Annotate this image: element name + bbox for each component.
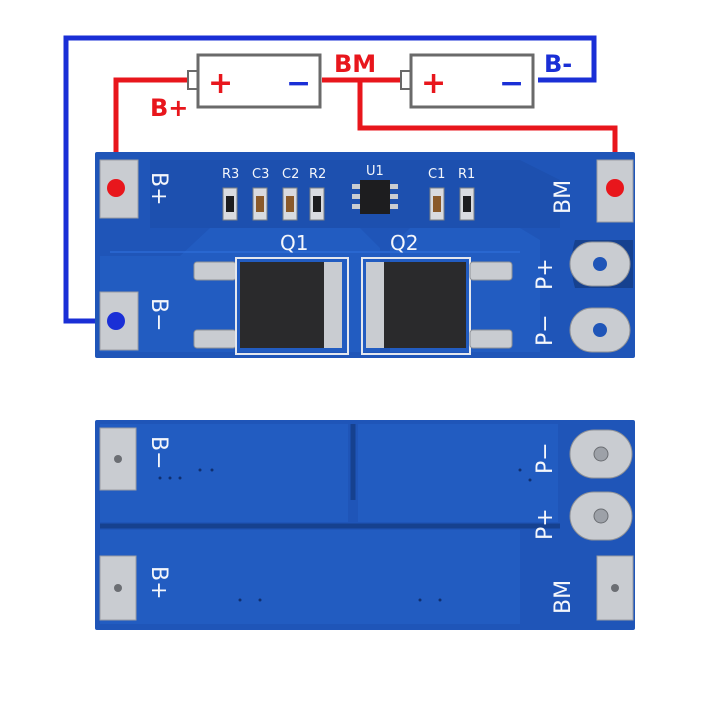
top-pcb: R3 C3 C2 R2 U1 C1 R1 Q1 Q2 B+ B− BM P+ P… bbox=[95, 152, 635, 358]
blue-wire-bminus bbox=[63, 35, 597, 324]
top-label-bm: BM bbox=[551, 180, 576, 214]
label-q1: Q1 bbox=[280, 231, 308, 255]
bottom-plane-bottom bbox=[100, 530, 520, 624]
bottom-via-dots bbox=[158, 468, 532, 602]
wire-label-bm: BM bbox=[334, 50, 376, 78]
bottom-label-bminus: B− bbox=[146, 436, 171, 470]
bottom-pad-bminus-hole bbox=[114, 455, 122, 463]
component-c3 bbox=[252, 187, 268, 221]
battery-right: + − bbox=[400, 53, 535, 109]
component-r3 bbox=[222, 187, 238, 221]
top-pad-pminus bbox=[569, 307, 631, 353]
bottom-plane-top-left bbox=[100, 424, 348, 522]
battery-left: + − bbox=[187, 53, 322, 109]
top-label-bminus: B− bbox=[146, 298, 171, 332]
component-u1 bbox=[352, 180, 398, 214]
bottom-pad-bm-hole bbox=[611, 584, 619, 592]
wire-label-bminus: B- bbox=[544, 50, 572, 78]
bottom-label-pplus: P+ bbox=[533, 508, 558, 540]
top-label-pplus: P+ bbox=[533, 258, 558, 290]
wire-label-bplus: B+ bbox=[150, 94, 188, 122]
battery-left-body bbox=[196, 53, 322, 109]
top-pad-bplus-dot bbox=[107, 179, 125, 197]
bottom-label-pminus: P− bbox=[533, 442, 558, 474]
label-r1: R1 bbox=[458, 167, 475, 182]
bottom-pcb: B− B+ P− P+ BM bbox=[95, 420, 635, 630]
bottom-plane-top-right bbox=[358, 424, 558, 522]
component-c1 bbox=[429, 187, 445, 221]
label-c2: C2 bbox=[282, 167, 299, 182]
label-q2: Q2 bbox=[390, 231, 418, 255]
top-label-bplus: B+ bbox=[146, 172, 171, 206]
bottom-pad-pminus bbox=[569, 429, 633, 479]
top-label-pminus: P− bbox=[533, 314, 558, 346]
bottom-label-bm: BM bbox=[551, 580, 576, 614]
top-pad-bminus-dot bbox=[107, 312, 125, 330]
label-r2: R2 bbox=[309, 167, 326, 182]
label-u1: U1 bbox=[366, 164, 384, 179]
component-r2 bbox=[309, 187, 325, 221]
battery-right-plus: + bbox=[421, 66, 446, 101]
top-pad-bm-dot bbox=[606, 179, 624, 197]
battery-left-plus: + bbox=[208, 66, 233, 101]
battery-right-minus: − bbox=[499, 66, 524, 101]
label-r3: R3 bbox=[222, 167, 239, 182]
component-c2 bbox=[282, 187, 298, 221]
bottom-pad-pplus bbox=[569, 491, 633, 541]
label-c1: C1 bbox=[428, 167, 445, 182]
top-pad-pplus bbox=[569, 240, 633, 288]
battery-left-minus: − bbox=[286, 66, 311, 101]
label-c3: C3 bbox=[252, 167, 269, 182]
component-r1 bbox=[459, 187, 475, 221]
mosfet-q1 bbox=[193, 257, 349, 355]
battery-right-body bbox=[409, 53, 535, 109]
bottom-label-bplus: B+ bbox=[146, 566, 171, 600]
bottom-pad-bplus-hole bbox=[114, 584, 122, 592]
mosfet-q2 bbox=[361, 257, 513, 355]
